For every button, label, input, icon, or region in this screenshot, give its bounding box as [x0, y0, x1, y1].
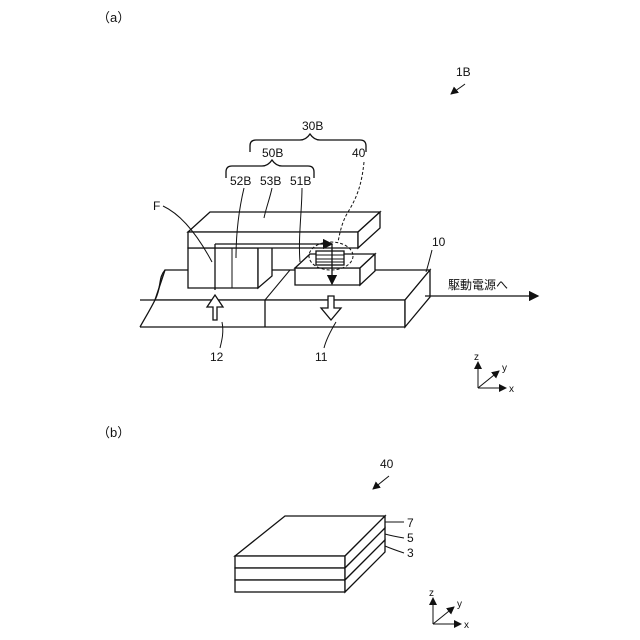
label-52b: 52B — [230, 174, 251, 188]
label-50b: 50B — [262, 146, 283, 160]
device-ref-arrow — [451, 84, 465, 94]
axis-x-label-a: x — [509, 384, 514, 395]
label-40-b: 40 — [380, 457, 394, 471]
label-40: 40 — [352, 146, 366, 160]
leader-3 — [385, 546, 404, 553]
label-51b: 51B — [290, 174, 311, 188]
panel-a: （a） 1B — [97, 10, 538, 395]
leader-10 — [426, 250, 432, 272]
axis-y-label-a: y — [502, 363, 507, 374]
leader-5 — [385, 534, 404, 538]
layer-stack — [235, 516, 385, 592]
base-plate — [140, 270, 430, 327]
top-beam — [188, 212, 380, 248]
label-10: 10 — [432, 235, 446, 249]
label-53b: 53B — [260, 174, 281, 188]
axis-x-label-b: x — [464, 620, 469, 631]
device-ref-label: 1B — [456, 65, 471, 79]
layer-label-3: 3 — [407, 546, 414, 560]
panel-b-label: （b） — [97, 425, 130, 440]
layer-label-7: 7 — [407, 516, 414, 530]
label-30b: 30B — [302, 119, 323, 133]
panel-b: （b） 40 7 5 3 z y x — [97, 425, 469, 631]
drive-label: 駆動電源へ — [448, 278, 508, 292]
axis-z-label-b: z — [429, 588, 434, 599]
axis-triad-a: z y x — [474, 352, 514, 395]
leader-40-b — [373, 476, 389, 489]
layer-label-5: 5 — [407, 531, 414, 545]
axis-z-label-a: z — [474, 352, 479, 363]
label-11: 11 — [315, 350, 328, 364]
axis-y-label-b: y — [457, 599, 462, 610]
panel-a-label: （a） — [97, 10, 130, 25]
label-12: 12 — [210, 350, 224, 364]
label-f: F — [153, 199, 160, 213]
axis-triad-b: z y x — [429, 588, 469, 631]
